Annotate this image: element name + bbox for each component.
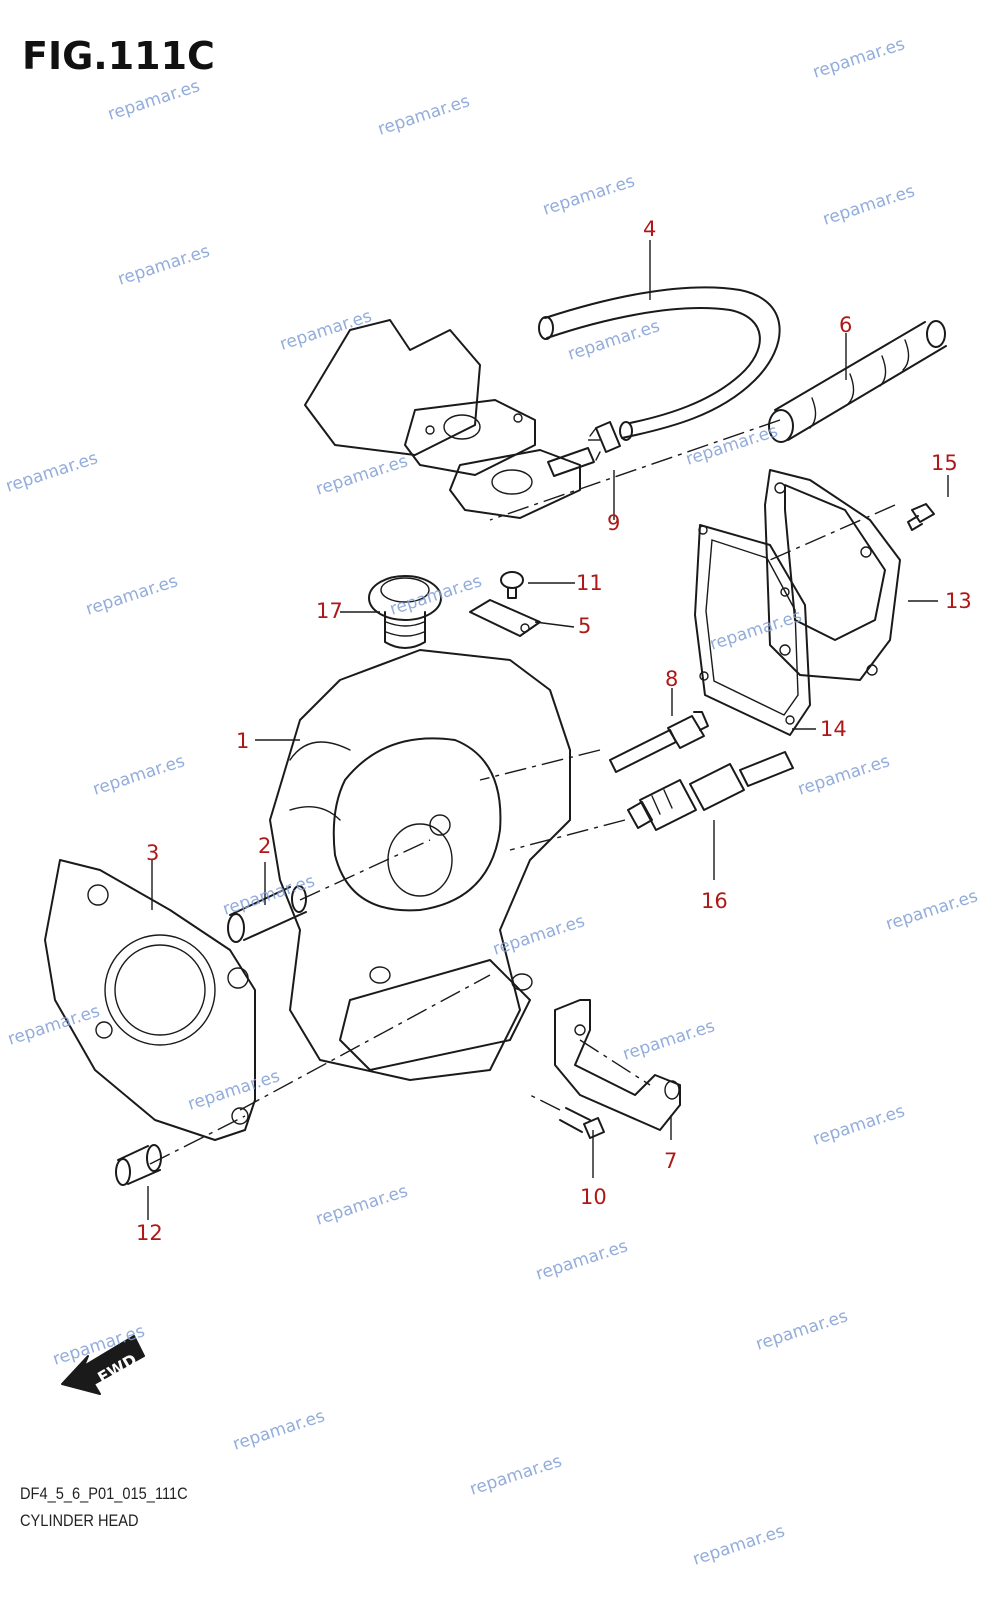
- callout-4: 4: [643, 217, 656, 241]
- bolt-part-8: [609, 711, 709, 773]
- svg-text:repamar.es: repamar.es: [83, 571, 180, 620]
- figure-footer: DF4_5_6_P01_015_111C CYLINDER HEAD: [20, 1480, 215, 1534]
- callout-17: 17: [316, 599, 343, 623]
- hose-part-4: [538, 286, 781, 441]
- callout-5: 5: [578, 614, 591, 638]
- cover-part-13: [764, 469, 901, 681]
- svg-text:repamar.es: repamar.es: [230, 1406, 327, 1455]
- bracket-part-7: [554, 999, 681, 1131]
- figure-name: CYLINDER HEAD: [20, 1511, 139, 1530]
- svg-text:repamar.es: repamar.es: [795, 751, 892, 800]
- tube-part-6: [768, 320, 947, 443]
- svg-text:repamar.es: repamar.es: [115, 241, 212, 290]
- callout-14: 14: [820, 717, 847, 741]
- callout-10: 10: [580, 1185, 607, 1209]
- svg-text:repamar.es: repamar.es: [820, 181, 917, 230]
- svg-text:repamar.es: repamar.es: [467, 1451, 564, 1500]
- head-gasket-part-3: [44, 859, 256, 1141]
- plate-part-5: [469, 599, 541, 637]
- dowel-part-12: [115, 1144, 162, 1186]
- dowel-pin-part-2: [227, 885, 307, 943]
- callout-1: 1: [236, 729, 249, 753]
- thermostat-part-17: [368, 575, 442, 649]
- svg-text:repamar.es: repamar.es: [313, 451, 410, 500]
- figure-title: FIG.111C: [22, 34, 215, 78]
- callout-3: 3: [146, 841, 159, 865]
- clip-part-9: [589, 421, 621, 461]
- callout-6: 6: [839, 313, 852, 337]
- svg-text:repamar.es: repamar.es: [533, 1236, 630, 1285]
- svg-text:repamar.es: repamar.es: [540, 171, 637, 220]
- svg-text:repamar.es: repamar.es: [105, 76, 202, 125]
- cylinder-head-part-1: [269, 649, 571, 1081]
- figure-code: DF4_5_6_P01_015_111C: [20, 1484, 188, 1503]
- bolt-part-15: [907, 503, 935, 531]
- svg-text:repamar.es: repamar.es: [753, 1306, 850, 1355]
- svg-text:repamar.es: repamar.es: [810, 34, 907, 83]
- bolt-part-10: [559, 1107, 605, 1139]
- svg-text:repamar.es: repamar.es: [90, 751, 187, 800]
- leader-lines: [147, 240, 949, 1220]
- callout-8: 8: [665, 667, 678, 691]
- callout-13: 13: [945, 589, 972, 613]
- svg-text:repamar.es: repamar.es: [683, 421, 780, 470]
- svg-text:repamar.es: repamar.es: [565, 316, 662, 365]
- svg-text:repamar.es: repamar.es: [620, 1016, 717, 1065]
- svg-text:repamar.es: repamar.es: [3, 448, 100, 497]
- svg-text:repamar.es: repamar.es: [313, 1181, 410, 1230]
- gasket-part-14: [694, 524, 811, 736]
- callout-2: 2: [258, 834, 271, 858]
- svg-text:repamar.es: repamar.es: [690, 1521, 787, 1570]
- svg-text:repamar.es: repamar.es: [5, 1001, 102, 1050]
- callout-15: 15: [931, 451, 958, 475]
- callout-11: 11: [576, 571, 603, 595]
- intake-assembly: [304, 319, 595, 519]
- callout-7: 7: [664, 1149, 677, 1173]
- callout-16: 16: [701, 889, 728, 913]
- callout-9: 9: [607, 511, 620, 535]
- svg-text:repamar.es: repamar.es: [277, 306, 374, 355]
- callout-labels: 4 6 9 15 11 5 17 13 8 14 1 2 3 16 7 10 1…: [136, 217, 972, 1245]
- spark-plug-part-16: [627, 751, 794, 831]
- callout-12: 12: [136, 1221, 163, 1245]
- alignment-lines: [149, 419, 896, 1165]
- watermarks: repamar.es repamar.es repamar.es repamar…: [3, 34, 980, 1570]
- screw-part-11: [500, 571, 524, 599]
- svg-text:repamar.es: repamar.es: [810, 1101, 907, 1150]
- svg-text:repamar.es: repamar.es: [375, 91, 472, 140]
- svg-text:repamar.es: repamar.es: [883, 886, 980, 935]
- svg-text:repamar.es: repamar.es: [185, 1066, 282, 1115]
